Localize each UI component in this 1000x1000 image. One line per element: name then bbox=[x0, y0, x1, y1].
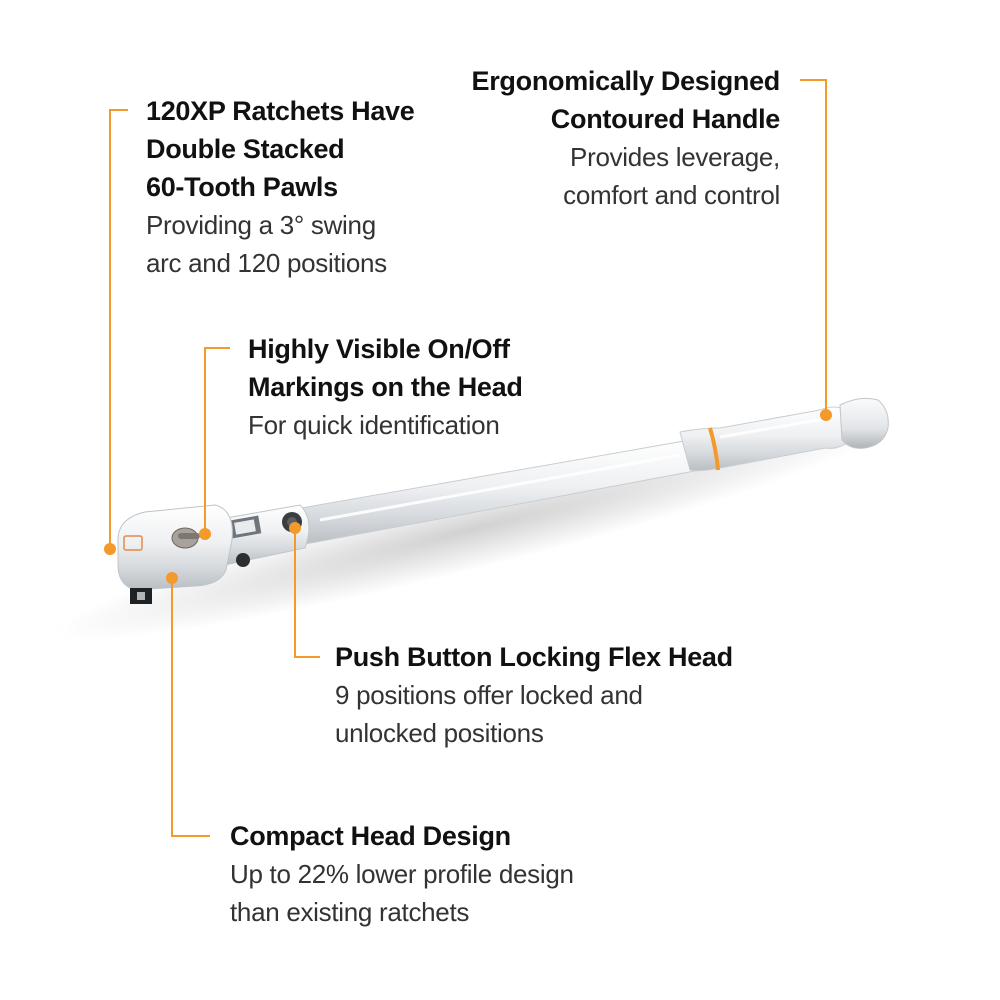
ratchet-handle bbox=[289, 397, 889, 546]
callout-pawls-desc-2: arc and 120 positions bbox=[146, 248, 387, 278]
callout-handle-desc-1: Provides leverage, bbox=[570, 142, 780, 172]
leader-flex-head bbox=[294, 528, 320, 658]
callout-pawls-title-3: 60-Tooth Pawls bbox=[146, 172, 338, 202]
handle-orange-ring bbox=[708, 427, 720, 471]
anchor-dot-pawls bbox=[104, 543, 116, 555]
leader-pawls bbox=[109, 109, 128, 548]
callout-flex-head: Push Button Locking Flex Head 9 position… bbox=[335, 638, 733, 752]
anchor-dot-handle bbox=[820, 409, 832, 421]
callout-flex-head-title-1: Push Button Locking Flex Head bbox=[335, 642, 733, 672]
callout-pawls: 120XP Ratchets Have Double Stacked 60-To… bbox=[146, 92, 415, 282]
anchor-dot-compact bbox=[166, 572, 178, 584]
leader-compact bbox=[171, 578, 210, 837]
callout-pawls-title-2: Double Stacked bbox=[146, 134, 345, 164]
callout-handle-title-2: Contoured Handle bbox=[550, 104, 781, 134]
callout-handle-title-1: Ergonomically Designed bbox=[471, 66, 781, 96]
callout-markings-desc-1: For quick identification bbox=[248, 410, 500, 440]
callout-pawls-title-1: 120XP Ratchets Have bbox=[146, 96, 415, 126]
callout-handle-desc-2: comfort and control bbox=[563, 180, 780, 210]
callout-pawls-desc-1: Providing a 3° swing bbox=[146, 210, 376, 240]
callout-compact-desc-1: Up to 22% lower profile design bbox=[230, 859, 574, 889]
callout-compact: Compact Head Design Up to 22% lower prof… bbox=[230, 817, 574, 931]
flex-joint bbox=[214, 504, 310, 567]
leader-markings bbox=[204, 347, 230, 534]
callout-markings-title-2: Markings on the Head bbox=[248, 372, 523, 402]
callout-compact-desc-2: than existing ratchets bbox=[230, 897, 470, 927]
leader-handle bbox=[800, 79, 827, 415]
anchor-dot-markings bbox=[199, 528, 211, 540]
callout-flex-head-desc-2: unlocked positions bbox=[335, 718, 544, 748]
callout-markings-title-1: Highly Visible On/Off bbox=[248, 334, 510, 364]
ratchet-head bbox=[117, 504, 233, 604]
callout-compact-title-1: Compact Head Design bbox=[230, 821, 511, 851]
leader-lines bbox=[109, 79, 827, 837]
anchor-dots bbox=[104, 409, 832, 584]
anchor-dot-flex-head bbox=[289, 522, 301, 534]
callout-flex-head-desc-1: 9 positions offer locked and bbox=[335, 680, 643, 710]
callout-handle: Ergonomically Designed Contoured Handle … bbox=[471, 62, 781, 214]
callout-markings: Highly Visible On/Off Markings on the He… bbox=[248, 330, 523, 444]
